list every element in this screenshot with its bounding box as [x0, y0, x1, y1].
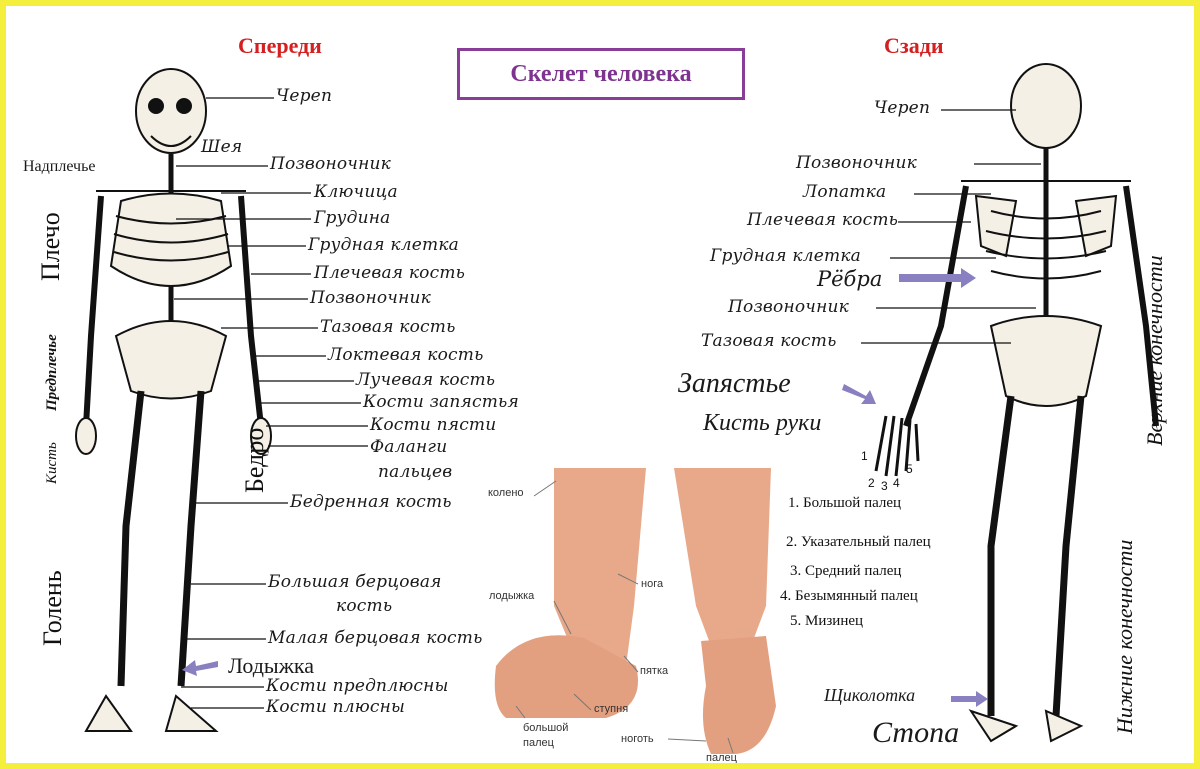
- ankle-label: Лодыжка: [228, 653, 315, 678]
- photo-label-ankle: лодыжка: [489, 590, 535, 602]
- photo-label-heel: пятка: [640, 665, 669, 677]
- back-label-spine-lower: Позвоночник: [728, 297, 849, 317]
- finger-number-1: 1: [861, 449, 868, 463]
- back-label-ribcage: Грудная клетка: [710, 246, 862, 266]
- photo-leader-lines: [515, 480, 734, 754]
- finger-item-3: 3. Средний палец: [790, 563, 902, 579]
- photo-label-toe: палец: [706, 752, 737, 764]
- foot-label: Стопа: [872, 716, 960, 749]
- front-label-phalanges: Фаланги: [370, 437, 448, 457]
- front-label-tibia: Большая берцовая: [268, 572, 442, 592]
- upper-arm-label: Плечо: [36, 212, 65, 281]
- photo-label-big-toe: большой: [523, 722, 569, 734]
- front-header: Спереди: [238, 33, 322, 58]
- hand-back-label: Кисть руки: [703, 410, 822, 436]
- forearm-label: Предплечье: [44, 334, 60, 411]
- finger-item-1: 1. Большой палец: [788, 495, 902, 511]
- photo-label-sole: ступня: [594, 703, 629, 715]
- back-label-ribs: Рёбра: [817, 267, 883, 291]
- front-label-neck: Шея: [201, 137, 243, 157]
- front-label-tarsals: Кости предплюсны: [266, 676, 449, 696]
- finger-number-2: 2: [868, 476, 875, 490]
- front-label-sternum: Грудина: [314, 208, 391, 228]
- front-label-radius: Лучевая кость: [356, 370, 496, 390]
- front-label-metacarpals: Кости пясти: [370, 415, 497, 435]
- front-leader-lines: [174, 97, 368, 709]
- front-label-spine: Позвоночник: [270, 154, 391, 174]
- page-title: Скелет человека: [510, 60, 692, 87]
- ankle-back-label: Щиколотка: [824, 685, 916, 705]
- back-header: Сзади: [884, 33, 944, 58]
- front-label-ribcage: Грудная клетка: [308, 235, 460, 255]
- hand-label: Кисть: [44, 442, 60, 484]
- finger-item-2: 2. Указательный палец: [786, 534, 931, 550]
- finger-number-4: 4: [893, 476, 900, 490]
- finger-number-5: 5: [906, 462, 913, 476]
- back-skeleton: [874, 63, 1159, 743]
- finger-number-3: 3: [881, 479, 888, 493]
- shin-label: Голень: [38, 570, 67, 646]
- legs-photo: [484, 464, 780, 758]
- front-label-carpals: Кости запястья: [363, 392, 519, 412]
- wrist-label: Запястье: [678, 368, 791, 399]
- lower-limbs-label: Нижние конечности: [1112, 539, 1137, 734]
- front-label-humerus: Плечевая кость: [314, 263, 466, 283]
- back-label-spine: Позвоночник: [796, 153, 917, 173]
- back-label-skull: Череп: [874, 98, 931, 118]
- front-label-pelvis: Тазовая кость: [320, 317, 456, 337]
- front-label-spine-lower: Позвоночник: [310, 288, 431, 308]
- back-leader-lines: [861, 109, 1041, 344]
- front-label-femur: Бедренная кость: [290, 492, 452, 512]
- finger-item-5: 5. Мизинец: [790, 613, 864, 629]
- photo-label-leg: нога: [641, 578, 664, 590]
- photo-label-knee: колено: [488, 487, 524, 499]
- front-skeleton: [75, 68, 272, 732]
- back-label-scapula: Лопатка: [803, 182, 887, 202]
- photo-label-nail: ноготь: [621, 733, 654, 745]
- finger-item-4: 4. Безымянный палец: [780, 588, 918, 604]
- front-label-clavicle: Ключица: [314, 182, 398, 202]
- front-label-ulna: Локтевая кость: [328, 345, 484, 365]
- upper-limbs-label: Верхние конечности: [1142, 255, 1167, 446]
- pointer-arrows: [182, 268, 988, 707]
- front-label-phalanges-2: пальцев: [378, 462, 453, 482]
- front-label-fibula: Малая берцовая кость: [268, 628, 483, 648]
- thigh-label: Бедро: [240, 427, 269, 493]
- front-label-metatarsals: Кости плюсны: [266, 697, 406, 717]
- photo-label-big-toe-2: палец: [523, 737, 554, 749]
- shoulder-girdle-label: Надплечье: [23, 158, 96, 175]
- front-label-skull: Череп: [276, 86, 333, 106]
- back-label-pelvis: Тазовая кость: [701, 331, 837, 351]
- back-label-humerus: Плечевая кость: [747, 210, 899, 230]
- title-box: Скелет человека: [457, 48, 745, 100]
- front-label-tibia-2: кость: [336, 596, 393, 616]
- skeleton-illustration: [75, 63, 1159, 758]
